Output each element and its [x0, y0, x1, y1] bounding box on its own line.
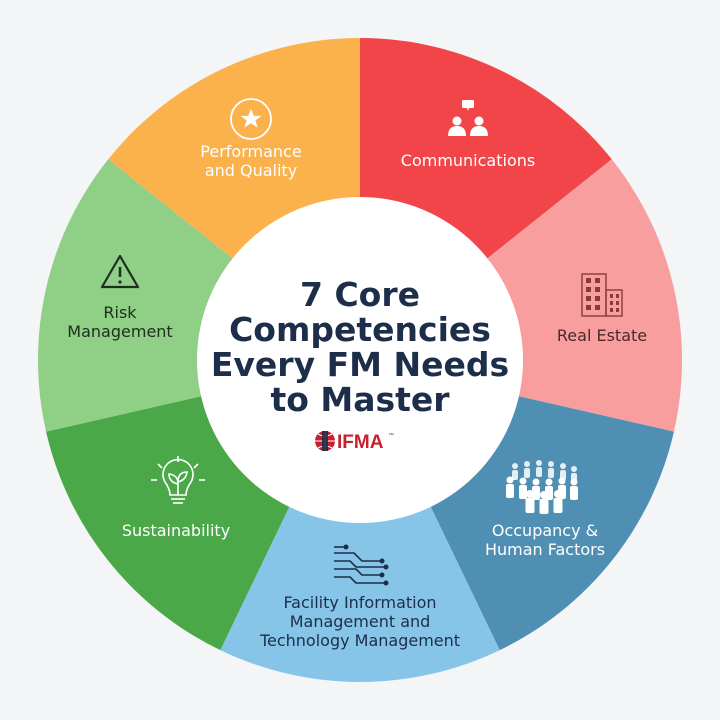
building-icon [581, 273, 623, 317]
center-title-line-4: to Master [270, 380, 450, 419]
logo-text: IFMA [337, 432, 384, 453]
segment-label-real-estate: Real Estate [557, 326, 647, 345]
center-title-line-3: Every FM Needs [211, 345, 509, 384]
center-title-line-2: Competencies [229, 310, 491, 349]
warning-icon [100, 254, 140, 289]
icons-layer [100, 98, 623, 586]
segment-label-line: and Quality [205, 161, 297, 180]
circuit-icon [334, 544, 389, 586]
segment-label-line: Risk [103, 303, 137, 322]
center-title: 7 Core Competencies Every FM Needs to Ma… [211, 275, 509, 419]
people-speech-icon [448, 100, 488, 136]
segment-label-sustainability: Sustainability [122, 521, 230, 540]
ifma-logo: IFMA ™ [315, 431, 394, 453]
center-title-line-1: 7 Core [300, 275, 420, 314]
segment-label-line: Technology Management [259, 631, 460, 650]
lightbulb-plant-icon [151, 456, 205, 504]
center-circle [197, 197, 523, 523]
segment-label-line: Occupancy & [492, 521, 598, 540]
globe-icon [315, 431, 335, 451]
segment-label-line: Performance [200, 142, 301, 161]
logo-trademark: ™ [388, 432, 394, 439]
segment-label-line: Management [67, 322, 172, 341]
segment-label-occupancy: Occupancy &Human Factors [485, 521, 605, 559]
segment-label-line: Sustainability [122, 521, 230, 540]
crowd-icon [506, 460, 578, 514]
segment-label-line: Human Factors [485, 540, 605, 559]
segment-label-line: Facility Information [283, 593, 436, 612]
star-badge-icon [230, 98, 272, 140]
segment-label-line: Management and [290, 612, 431, 631]
segment-label-line: Real Estate [557, 326, 647, 345]
segment-label-line: Communications [401, 151, 535, 170]
segment-label-communications: Communications [401, 151, 535, 170]
